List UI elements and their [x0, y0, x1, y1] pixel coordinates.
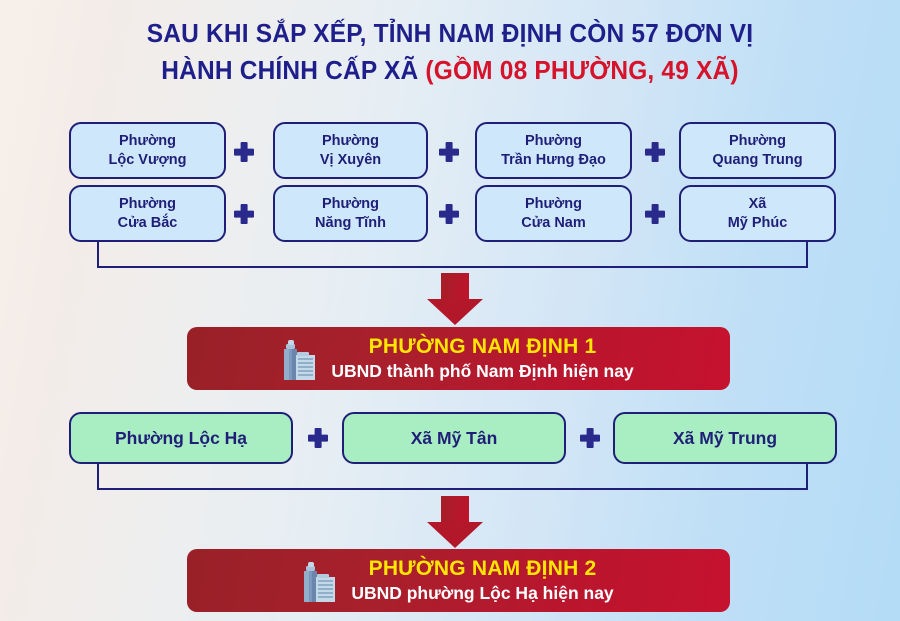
unit-label-line2: Quang Trung — [712, 151, 803, 168]
unit-label-line1: Phường — [524, 132, 583, 149]
unit-box-vi-xuyen[interactable]: Phường Vị Xuyên — [273, 122, 428, 179]
plus-icon-8 — [580, 428, 600, 448]
title-line-1: SAU KHI SẮP XẾP, TỈNH NAM ĐỊNH CÒN 57 ĐƠ… — [146, 20, 754, 48]
title-line-2-main: HÀNH CHÍNH CẤP XÃ — [161, 57, 426, 85]
arrow-down-2 — [427, 496, 483, 548]
unit-label-line2: Mỹ Phúc — [727, 214, 788, 231]
unit-label-line2: Cửa Nam — [521, 214, 586, 231]
unit-box-tran-hung-dao[interactable]: Phường Trần Hưng Đạo — [475, 122, 632, 179]
unit-label-line2: Năng Tĩnh — [315, 214, 386, 231]
unit-box-nang-tinh[interactable]: Phường Năng Tĩnh — [273, 185, 428, 242]
title-line-2-highlight: (GỒM 08 PHƯỜNG, 49 XÃ) — [425, 57, 739, 85]
banner-title: PHƯỜNG NAM ĐỊNH 1 — [368, 335, 597, 358]
plus-icon-6 — [645, 204, 665, 224]
unit-label-line1: Xã Mỹ Trung — [672, 427, 778, 448]
banner-subtitle: UBND thành phố Nam Định hiện nay — [331, 361, 634, 381]
unit-label-line2: Cửa Bắc — [117, 214, 178, 231]
plus-icon-5 — [439, 204, 459, 224]
arrow-shaft — [441, 496, 469, 524]
banner-subtitle: UBND phường Lộc Hạ hiện nay — [351, 583, 614, 603]
unit-box-my-tan[interactable]: Xã Mỹ Tân — [342, 412, 566, 464]
plus-icon-2 — [439, 142, 459, 162]
banner-text-group: PHƯỜNG NAM ĐỊNH 1 UBND thành phố Nam Địn… — [331, 334, 633, 383]
unit-label-line1: Phường — [321, 195, 380, 212]
unit-label-line1: Phường Lộc Hạ — [114, 427, 248, 448]
unit-label-line1: Xã — [748, 195, 767, 212]
plus-icon-1 — [234, 142, 254, 162]
arrow-shaft — [441, 273, 469, 301]
unit-label-line1: Xã Mỹ Tân — [410, 427, 498, 448]
title-line-2: HÀNH CHÍNH CẤP XÃ (GỒM 08 PHƯỜNG, 49 XÃ) — [18, 53, 882, 90]
plus-icon-4 — [234, 204, 254, 224]
unit-box-my-phuc[interactable]: Xã Mỹ Phúc — [679, 185, 836, 242]
unit-box-quang-trung[interactable]: Phường Quang Trung — [679, 122, 836, 179]
page-title: SAU KHI SẮP XẾP, TỈNH NAM ĐỊNH CÒN 57 ĐƠ… — [0, 16, 900, 90]
unit-label-line1: Phường — [118, 132, 177, 149]
connector-bracket-group-1 — [97, 242, 808, 268]
unit-box-cua-bac[interactable]: Phường Cửa Bắc — [69, 185, 226, 242]
unit-box-loc-vuong[interactable]: Phường Lộc Vượng — [69, 122, 226, 179]
connector-bracket-group-2 — [97, 464, 808, 490]
unit-label-line1: Phường — [118, 195, 177, 212]
arrow-head — [427, 522, 483, 548]
unit-label-line1: Phường — [321, 132, 380, 149]
unit-label-line1: Phường — [524, 195, 583, 212]
unit-label-line2: Trần Hưng Đạo — [501, 151, 606, 168]
unit-label-line1: Phường — [728, 132, 787, 149]
result-banner-nam-dinh-2[interactable]: PHƯỜNG NAM ĐỊNH 2 UBND phường Lộc Hạ hiệ… — [187, 549, 730, 612]
unit-box-cua-nam[interactable]: Phường Cửa Nam — [475, 185, 632, 242]
arrow-head — [427, 299, 483, 325]
arrow-down-1 — [427, 273, 483, 325]
unit-label-line2: Vị Xuyên — [319, 151, 382, 168]
unit-box-my-trung[interactable]: Xã Mỹ Trung — [613, 412, 837, 464]
plus-icon-3 — [645, 142, 665, 162]
unit-label-line2: Lộc Vượng — [108, 151, 187, 168]
plus-icon-7 — [308, 428, 328, 448]
banner-title: PHƯỜNG NAM ĐỊNH 2 — [368, 557, 597, 580]
office-building-icon — [283, 337, 317, 381]
unit-box-loc-ha[interactable]: Phường Lộc Hạ — [69, 412, 293, 464]
banner-text-group: PHƯỜNG NAM ĐỊNH 2 UBND phường Lộc Hạ hiệ… — [351, 556, 613, 605]
office-building-icon — [303, 559, 337, 603]
result-banner-nam-dinh-1[interactable]: PHƯỜNG NAM ĐỊNH 1 UBND thành phố Nam Địn… — [187, 327, 730, 390]
